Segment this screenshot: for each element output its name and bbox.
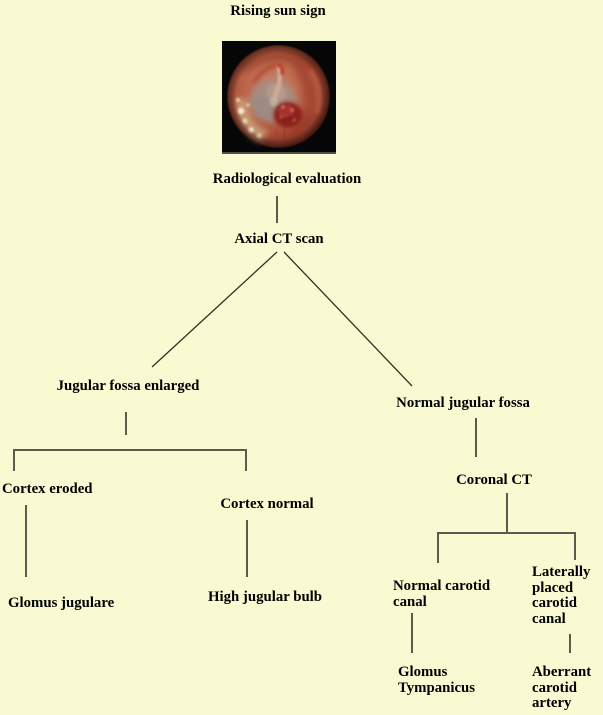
connector-normal-carotid-down — [411, 613, 413, 653]
connector-radiological-to-axial — [276, 196, 278, 223]
connector-normal-jugular-down — [475, 418, 477, 457]
bracket-left-leg-right — [245, 449, 247, 471]
node-normal-carotid-canal: Normal carotid canal — [393, 578, 491, 610]
node-high-jugular-bulb: High jugular bulb — [207, 589, 323, 605]
node-cortex-eroded: Cortex eroded — [2, 481, 93, 497]
node-laterally-placed-carotid-canal: Laterally placed carotid canal — [532, 564, 591, 627]
connector-cortex-eroded-down — [25, 505, 27, 577]
connector-laterally-placed-down — [569, 634, 571, 653]
bracket-left-leg-left — [13, 449, 15, 471]
node-axial-ct-scan: Axial CT scan — [234, 231, 324, 247]
connector-coronal-ct-down — [506, 493, 508, 533]
otoscopy-image — [222, 41, 336, 154]
bracket-right-leg-right — [574, 532, 576, 560]
connector-cortex-normal-down — [246, 520, 248, 577]
node-glomus-tympanicus: Glomus Tympanicus — [398, 664, 476, 696]
bracket-right-top — [437, 532, 576, 534]
node-glomus-jugulare: Glomus jugulare — [8, 595, 115, 611]
node-aberrant-carotid-artery: Aberrant carotid artery — [532, 664, 592, 711]
node-jugular-fossa-enlarged: Jugular fossa enlarged — [56, 378, 200, 394]
bracket-right-leg-left — [437, 532, 439, 563]
node-coronal-ct: Coronal CT — [456, 472, 532, 488]
connector-jugular-enlarged-down — [125, 412, 127, 435]
node-radiological-evaluation: Radiological evaluation — [212, 171, 362, 187]
node-normal-jugular-fossa: Normal jugular fossa — [396, 395, 530, 411]
title-rising-sun-sign: Rising sun sign — [230, 3, 326, 19]
bracket-left-top — [13, 449, 247, 451]
node-cortex-normal: Cortex normal — [220, 496, 314, 512]
